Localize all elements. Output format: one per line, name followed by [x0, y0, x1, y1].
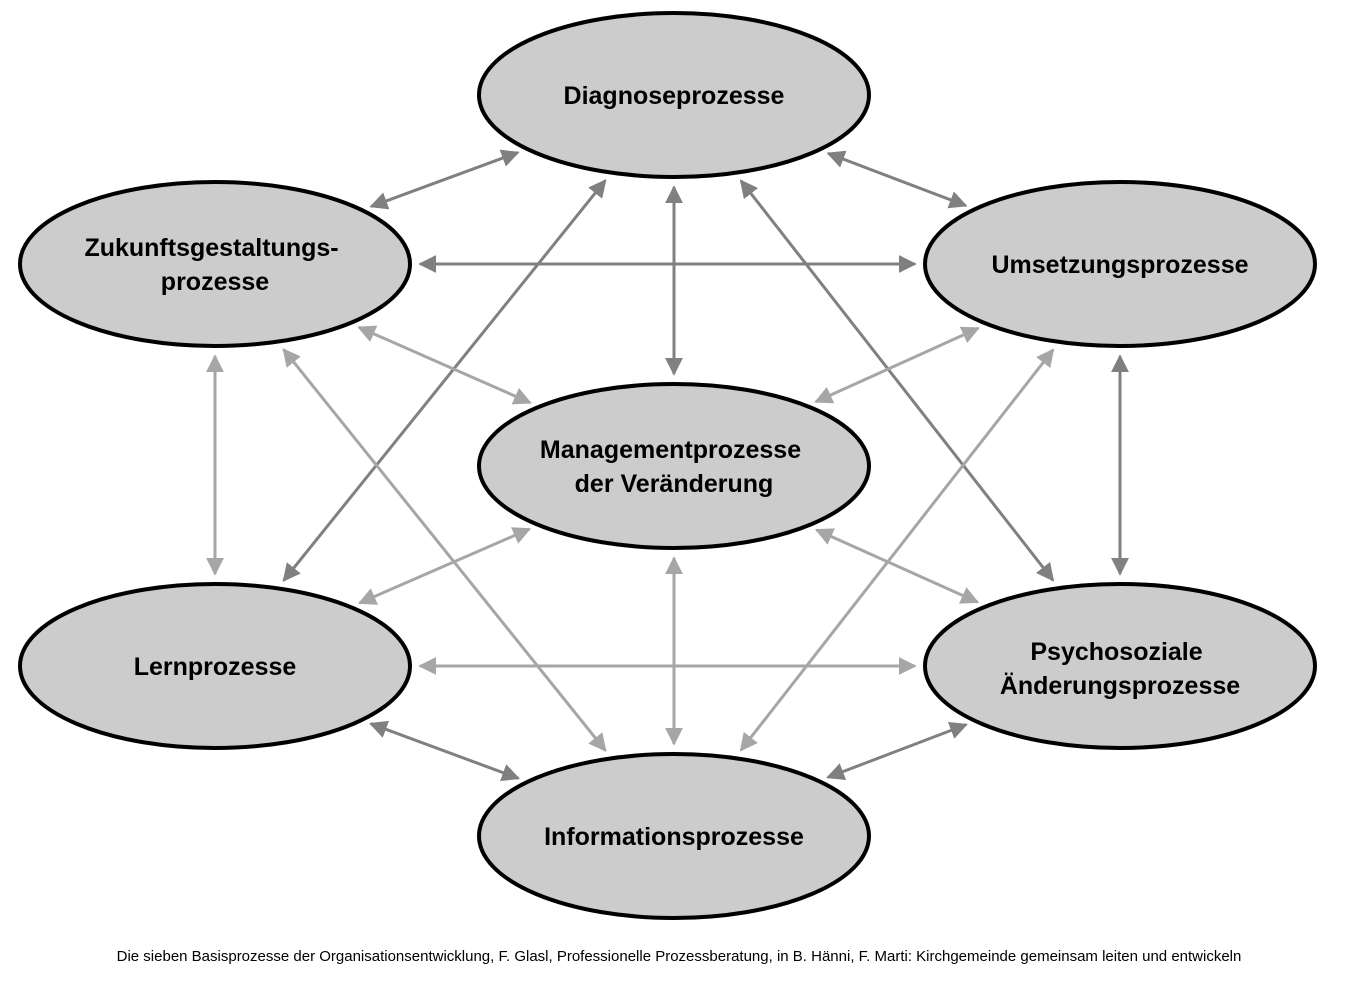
node-diagnose-ellipse	[477, 11, 871, 179]
node-diagnose: Diagnoseprozesse	[477, 11, 871, 179]
connection-arrow-lern-information	[369, 720, 520, 782]
node-diagnose-label: Diagnoseprozesse	[564, 82, 785, 110]
node-psycho-ellipse	[923, 582, 1317, 750]
node-umsetzung-ellipse	[923, 180, 1317, 348]
node-information-label: Informationsprozesse	[544, 823, 804, 851]
node-zukunft-ellipse	[18, 180, 412, 348]
node-lern-label: Lernprozesse	[134, 653, 297, 681]
node-management-label: Managementprozesse der Veränderung	[540, 436, 808, 498]
node-lern-ellipse	[18, 582, 412, 750]
node-information-ellipse	[477, 752, 871, 920]
node-psycho-label: Psychosoziale Änderungsprozesse	[1000, 638, 1240, 700]
node-management-ellipse	[477, 382, 871, 550]
connection-arrow-diagnose-umsetzung	[826, 150, 968, 209]
node-umsetzung-label: Umsetzungsprozesse	[991, 251, 1248, 279]
connection-arrow-umsetzung-management	[814, 326, 980, 404]
connection-arrow-zukunft-management	[357, 325, 532, 405]
node-lern: Lernprozesse	[18, 582, 412, 750]
node-management: Managementprozesse der Veränderung	[477, 382, 871, 550]
connections-layer	[206, 149, 1129, 782]
figure-caption: Die sieben Basisprozesse der Organisatio…	[116, 948, 1242, 965]
connection-arrow-management-psycho	[814, 528, 980, 604]
node-information: Informationsprozesse	[477, 752, 871, 920]
node-umsetzung: Umsetzungsprozesse	[923, 180, 1317, 348]
connection-arrow-psycho-information	[826, 721, 968, 781]
node-psycho: Psychosoziale Änderungsprozesse	[923, 582, 1317, 750]
connection-arrow-management-lern	[357, 527, 532, 605]
connection-arrow-diagnose-zukunft	[369, 149, 520, 210]
node-zukunft: Zukunftsgestaltungs- prozesse	[18, 180, 412, 348]
node-zukunft-label: Zukunftsgestaltungs- prozesse	[84, 234, 345, 296]
